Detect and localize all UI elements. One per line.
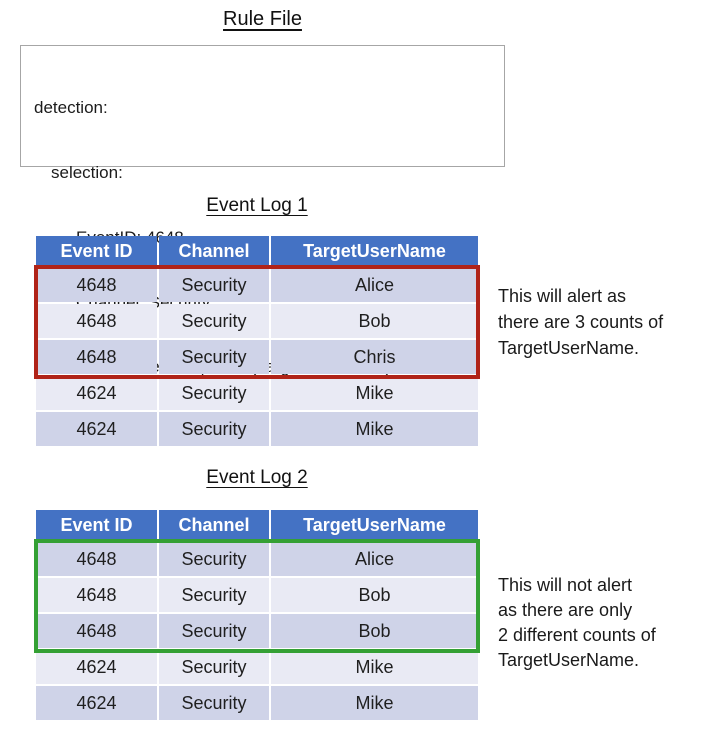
table-row: 4624 Security Mike <box>36 686 478 720</box>
table-row: 4648 Security Alice <box>36 542 478 576</box>
cell-target-user-name: Bob <box>271 304 478 338</box>
column-header-targetusername: TargetUserName <box>271 510 478 540</box>
table-row: 4648 Security Bob <box>36 578 478 612</box>
column-header-channel: Channel <box>159 510 269 540</box>
table-row: 4648 Security Bob <box>36 614 478 648</box>
column-header-event-id: Event ID <box>36 510 157 540</box>
cell-event-id: 4648 <box>36 614 157 648</box>
cell-channel: Security <box>159 542 269 576</box>
cell-channel: Security <box>159 304 269 338</box>
no-alert-note-line: TargetUserName. <box>498 650 640 670</box>
cell-target-user-name: Chris <box>271 340 478 374</box>
alert-note: This will alert as there are 3 counts of… <box>498 283 722 361</box>
cell-event-id: 4624 <box>36 412 157 446</box>
cell-target-user-name: Mike <box>271 686 478 720</box>
table-row: 4624 Security Mike <box>36 650 478 684</box>
no-alert-note: This will not alert as there are only 2 … <box>498 573 722 673</box>
table-row: 4624 Security Mike <box>36 376 478 410</box>
alert-note-line: TargetUserName. <box>498 338 640 358</box>
cell-target-user-name: Alice <box>271 268 478 302</box>
cell-channel: Security <box>159 412 269 446</box>
cell-target-user-name: Mike <box>271 376 478 410</box>
table-header-row: Event ID Channel TargetUserName <box>36 236 478 266</box>
cell-target-user-name: Mike <box>271 412 478 446</box>
cell-event-id: 4648 <box>36 268 157 302</box>
cell-target-user-name: Mike <box>271 650 478 684</box>
rule-line-detection: detection: <box>34 98 108 118</box>
event-log-1-title: Event Log 1 <box>206 195 308 216</box>
rule-line-selection: selection: <box>51 162 123 182</box>
cell-event-id: 4624 <box>36 686 157 720</box>
cell-channel: Security <box>159 268 269 302</box>
cell-target-user-name: Alice <box>271 542 478 576</box>
cell-channel: Security <box>159 614 269 648</box>
event-log-1-table: Event ID Channel TargetUserName 4648 Sec… <box>34 236 480 448</box>
table-row: 4648 Security Alice <box>36 268 478 302</box>
cell-event-id: 4648 <box>36 542 157 576</box>
cell-target-user-name: Bob <box>271 578 478 612</box>
cell-channel: Security <box>159 340 269 374</box>
alert-note-line: there are 3 counts of <box>498 312 664 332</box>
table-row: 4648 Security Bob <box>36 304 478 338</box>
cell-channel: Security <box>159 376 269 410</box>
no-alert-note-line: 2 different counts of <box>498 625 656 645</box>
cell-channel: Security <box>159 686 269 720</box>
no-alert-note-line: This will not alert <box>498 575 633 595</box>
cell-event-id: 4648 <box>36 340 157 374</box>
cell-event-id: 4648 <box>36 578 157 612</box>
cell-event-id: 4624 <box>36 376 157 410</box>
no-alert-note-line: as there are only <box>498 600 633 620</box>
table-row: 4624 Security Mike <box>36 412 478 446</box>
table-header-row: Event ID Channel TargetUserName <box>36 510 478 540</box>
cell-target-user-name: Bob <box>271 614 478 648</box>
column-header-event-id: Event ID <box>36 236 157 266</box>
cell-event-id: 4624 <box>36 650 157 684</box>
cell-channel: Security <box>159 578 269 612</box>
alert-note-line: This will alert as <box>498 286 627 306</box>
column-header-targetusername: TargetUserName <box>271 236 478 266</box>
table-row: 4648 Security Chris <box>36 340 478 374</box>
event-log-2-table: Event ID Channel TargetUserName 4648 Sec… <box>34 510 480 722</box>
rule-file-title: Rule File <box>223 8 302 30</box>
event-log-2-title: Event Log 2 <box>206 467 308 488</box>
cell-channel: Security <box>159 650 269 684</box>
column-header-channel: Channel <box>159 236 269 266</box>
cell-event-id: 4648 <box>36 304 157 338</box>
